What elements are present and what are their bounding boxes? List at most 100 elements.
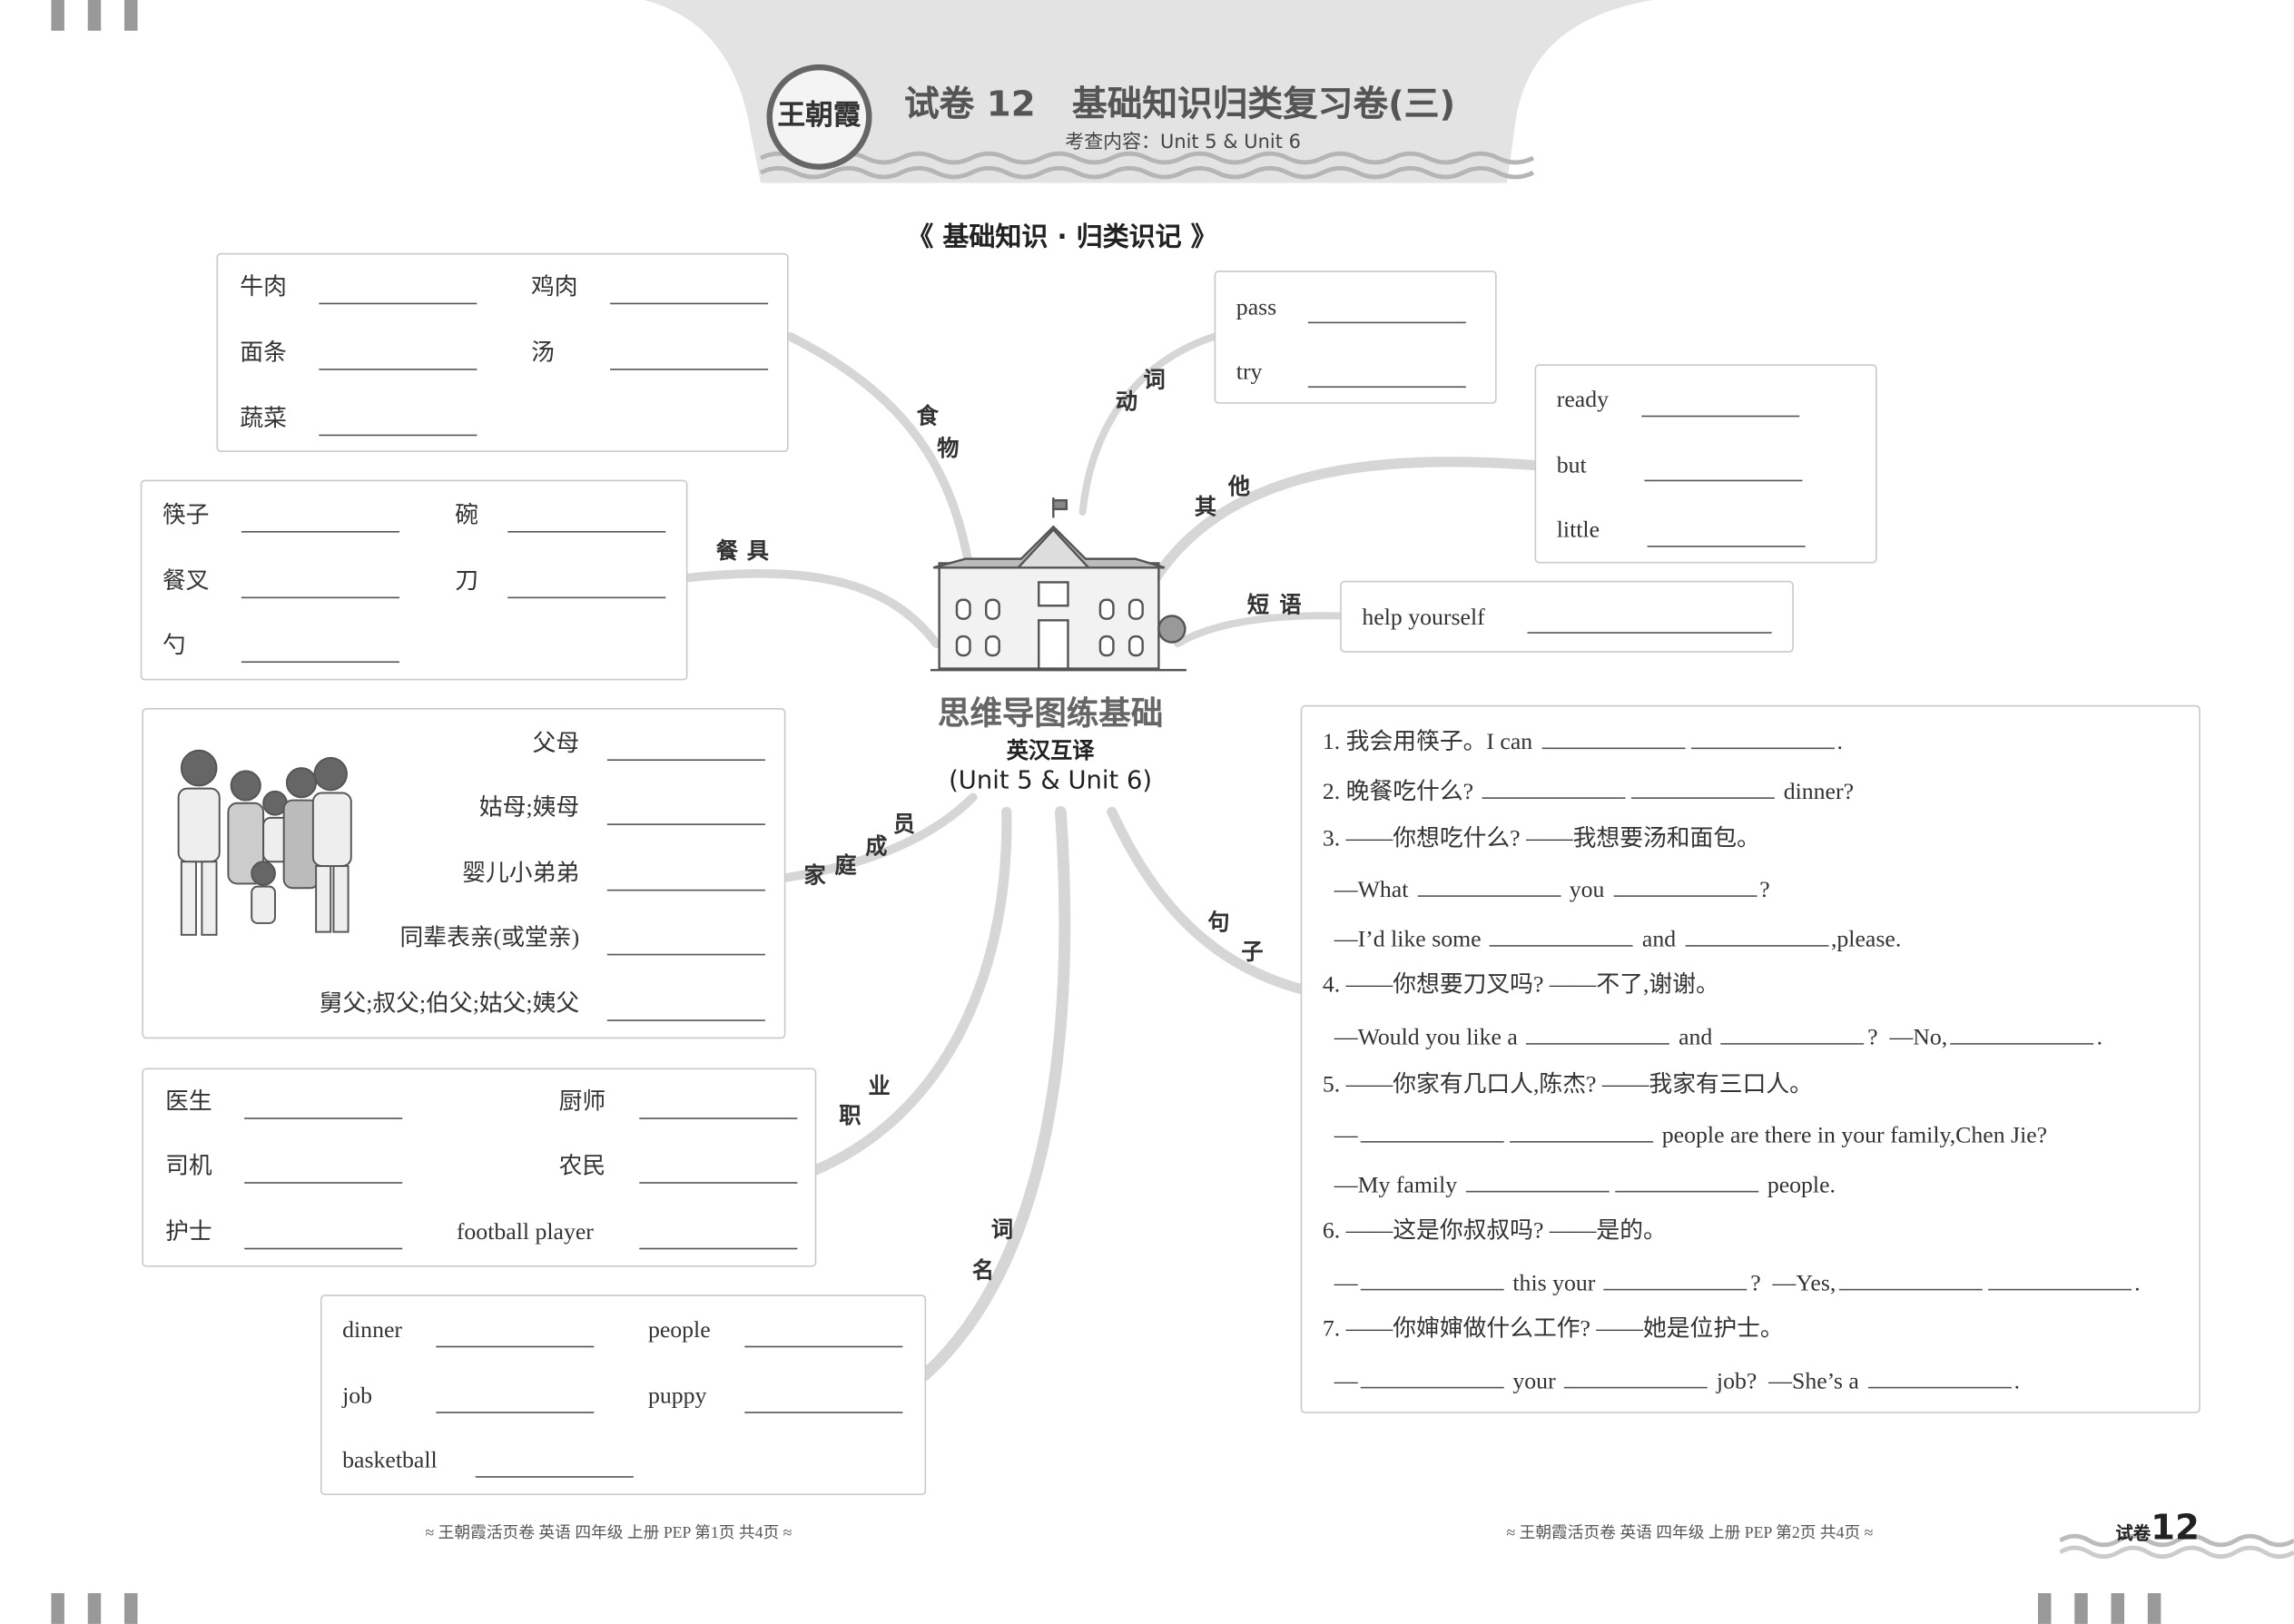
sentence-line: 6. ——这是你叔叔吗? ——是的。 [1323, 1217, 1667, 1246]
answer-blank[interactable] [1482, 775, 1626, 799]
answer-blank[interactable] [744, 1412, 903, 1413]
sentence-text: . [2134, 1271, 2141, 1296]
sentence-text: — [1322, 1271, 1358, 1296]
footer-right: ≈ 王朝霞活页卷 英语 四年级 上册 PEP 第2页 共4页 ≈ [1506, 1524, 1874, 1542]
sentence-text: —I’d like some [1322, 927, 1488, 953]
answer-blank[interactable] [1644, 479, 1803, 482]
branch-noun [919, 805, 1071, 1382]
answer-blank[interactable] [1360, 1365, 1504, 1389]
answer-blank[interactable] [606, 823, 765, 825]
answer-blank[interactable] [319, 302, 478, 305]
jobs-box: 医生 厨师 司机 农民 护士 football player [142, 1068, 817, 1267]
sentence-text: job? —She’s a [1710, 1369, 1866, 1394]
answer-blank[interactable] [1465, 1169, 1610, 1193]
sentence-line: —I’d like some and ,please. [1322, 923, 1902, 955]
sentence-text: 2. 晚餐吃什么? [1322, 779, 1480, 805]
answer-blank[interactable] [1613, 873, 1757, 897]
sentence-text: — [1322, 1369, 1358, 1394]
sentence-line: — this your ? —Yes,. [1323, 1267, 2141, 1299]
sentence-text: — [1322, 1123, 1358, 1149]
verbs-box: pass try [1214, 271, 1497, 404]
sentence-text: ? [1759, 877, 1770, 903]
answer-blank[interactable] [241, 596, 399, 599]
others-box: ready but little [1534, 364, 1877, 564]
center-title: 思维导图练基础 [938, 696, 1164, 733]
answer-blank[interactable] [1684, 923, 1828, 947]
sentence-text: —What [1322, 877, 1414, 903]
sentence-text: your [1506, 1369, 1562, 1394]
answer-blank[interactable] [1641, 415, 1800, 418]
answer-blank[interactable] [319, 434, 478, 437]
food-label: 蔬菜 [240, 407, 287, 432]
sentence-line: 3. ——你想吃什么? ——我想要汤和面包。 [1323, 825, 1760, 854]
page-title: 试卷 12 基础知识归类复习卷(三) [903, 83, 1456, 124]
answer-blank[interactable] [639, 1247, 798, 1250]
answer-blank[interactable] [1690, 725, 1835, 750]
phrases-box: help yourself [1340, 580, 1794, 653]
job-label: 护士 [165, 1220, 212, 1245]
answer-blank[interactable] [436, 1412, 595, 1413]
family-label: 父母 [532, 731, 580, 757]
school-building-icon [930, 497, 1187, 672]
sentence-line: 2. 晚餐吃什么? dinner? [1323, 775, 1854, 807]
noun-label: job [342, 1383, 373, 1409]
sentence-text: . [2096, 1025, 2103, 1051]
sentence-line: —What you ? [1323, 873, 1770, 905]
answer-blank[interactable] [241, 531, 399, 533]
sentence-line: 7. ——你婶婶做什么工作? ——她是位护士。 [1323, 1315, 1784, 1344]
answer-blank[interactable] [1417, 873, 1561, 897]
answer-blank[interactable] [1867, 1365, 2012, 1389]
sentence-text: ? —No, [1867, 1025, 1948, 1051]
answer-blank[interactable] [244, 1117, 403, 1119]
answer-blank[interactable] [1950, 1021, 2094, 1045]
answer-blank[interactable] [1360, 1267, 1504, 1291]
answer-blank[interactable] [1360, 1119, 1504, 1143]
answer-blank[interactable] [606, 889, 765, 891]
answer-blank[interactable] [1631, 775, 1776, 799]
sentence-line: 5. ——你家有几口人,陈杰? ——我家有三口人。 [1323, 1071, 1813, 1100]
answer-blank[interactable] [639, 1117, 798, 1119]
answer-blank[interactable] [606, 1019, 765, 1021]
answer-blank[interactable] [507, 531, 666, 533]
answer-blank[interactable] [319, 369, 478, 370]
answer-blank[interactable] [1526, 1021, 1670, 1045]
noun-label: dinner [342, 1318, 402, 1343]
answer-blank[interactable] [1307, 386, 1466, 389]
header-banner [644, 0, 1654, 183]
answer-blank[interactable] [244, 1182, 403, 1184]
noun-label: basketball [342, 1448, 438, 1473]
sentence-text: dinner? [1777, 779, 1855, 805]
answer-blank[interactable] [1490, 923, 1634, 947]
sentence-line: 1. 我会用筷子。I can . [1323, 725, 1843, 757]
answer-blank[interactable] [610, 302, 769, 305]
answer-blank[interactable] [639, 1182, 798, 1184]
branch-family [781, 792, 978, 882]
answer-blank[interactable] [244, 1247, 403, 1250]
answer-blank[interactable] [606, 759, 765, 762]
answer-blank[interactable] [1720, 1021, 1865, 1045]
branch-food [785, 331, 973, 568]
tableware-label: 刀 [455, 568, 479, 595]
answer-blank[interactable] [1604, 1267, 1748, 1291]
answer-blank[interactable] [1510, 1119, 1654, 1143]
food-label: 汤 [531, 340, 555, 366]
answer-blank[interactable] [507, 596, 666, 599]
answer-blank[interactable] [1527, 632, 1772, 634]
answer-blank[interactable] [606, 953, 765, 956]
answer-blank[interactable] [1615, 1169, 1759, 1193]
answer-blank[interactable] [436, 1345, 595, 1348]
answer-blank[interactable] [1987, 1267, 2132, 1291]
answer-blank[interactable] [1541, 725, 1685, 750]
answer-blank[interactable] [610, 369, 769, 370]
answer-blank[interactable] [744, 1345, 903, 1348]
answer-blank[interactable] [241, 661, 399, 664]
answer-blank[interactable] [1647, 546, 1806, 547]
answer-blank[interactable] [475, 1476, 634, 1478]
sentence-line: — people are there in your family,Chen J… [1323, 1119, 2047, 1151]
answer-blank[interactable] [1838, 1267, 1983, 1291]
answer-blank[interactable] [1307, 321, 1466, 324]
sentence-text: people. [1761, 1173, 1836, 1198]
answer-blank[interactable] [1564, 1365, 1708, 1389]
sentence-text: 6. ——这是你叔叔吗? ——是的。 [1322, 1218, 1667, 1244]
sentence-text: 7. ——你婶婶做什么工作? ——她是位护士。 [1322, 1316, 1784, 1342]
